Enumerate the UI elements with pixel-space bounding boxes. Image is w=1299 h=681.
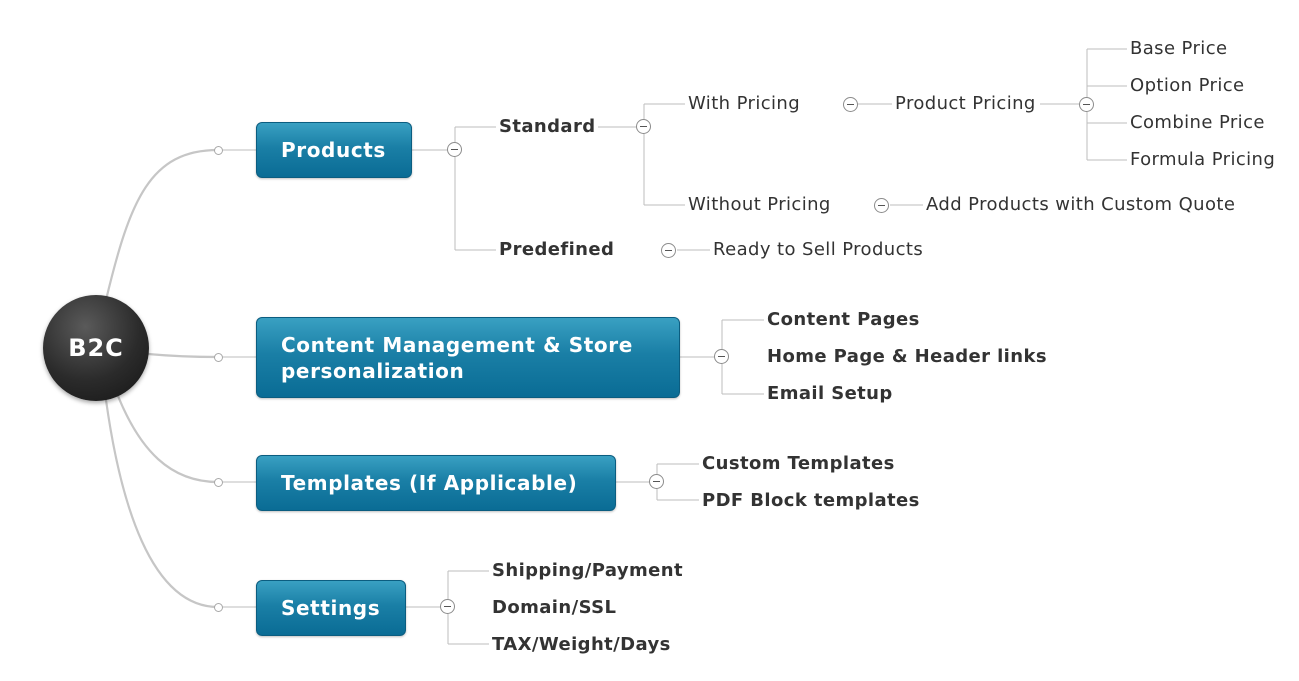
node-without-pricing[interactable]: Without Pricing	[688, 194, 831, 215]
connector-dot-templates	[214, 478, 223, 487]
node-predefined[interactable]: Predefined	[499, 239, 615, 260]
node-custom-quote[interactable]: Add Products with Custom Quote	[926, 194, 1236, 215]
node-home-page-header-links[interactable]: Home Page & Header links	[767, 346, 1047, 367]
node-domain-ssl[interactable]: Domain/SSL	[492, 597, 617, 618]
root-to-content-curve	[147, 352, 219, 359]
topic-content-management[interactable]: Content Management & Store personalizati…	[256, 317, 680, 398]
node-formula-pricing[interactable]: Formula Pricing	[1130, 149, 1276, 170]
collapse-toggle-templates[interactable]	[649, 474, 664, 489]
node-product-pricing[interactable]: Product Pricing	[895, 93, 1036, 114]
collapse-toggle-product-pricing[interactable]	[1079, 97, 1094, 112]
root-to-settings-curve	[104, 399, 219, 609]
node-standard[interactable]: Standard	[499, 116, 596, 137]
node-pdf-block-templates[interactable]: PDF Block templates	[702, 490, 920, 511]
topic-settings[interactable]: Settings	[256, 580, 406, 636]
collapse-toggle-without-pricing[interactable]	[874, 198, 889, 213]
node-option-price[interactable]: Option Price	[1130, 75, 1245, 96]
connector-dot-settings	[214, 603, 223, 612]
collapse-toggle-content[interactable]	[714, 349, 729, 364]
node-custom-templates[interactable]: Custom Templates	[702, 453, 895, 474]
topic-products[interactable]: Products	[256, 122, 412, 178]
node-content-pages[interactable]: Content Pages	[767, 309, 920, 330]
connector-dot-content	[214, 353, 223, 362]
connector-dot-products	[214, 146, 223, 155]
collapse-toggle-predefined[interactable]	[661, 243, 676, 258]
node-shipping-payment[interactable]: Shipping/Payment	[492, 560, 683, 581]
node-ready-to-sell[interactable]: Ready to Sell Products	[713, 239, 924, 260]
collapse-toggle-settings[interactable]	[440, 599, 455, 614]
node-with-pricing[interactable]: With Pricing	[688, 93, 801, 114]
collapse-toggle-with-pricing[interactable]	[843, 97, 858, 112]
node-tax-weight-days[interactable]: TAX/Weight/Days	[492, 634, 671, 655]
node-combine-price[interactable]: Combine Price	[1130, 112, 1265, 133]
node-email-setup[interactable]: Email Setup	[767, 383, 893, 404]
topic-templates[interactable]: Templates (If Applicable)	[256, 455, 616, 511]
root-node-b2c[interactable]: B2C	[43, 295, 149, 401]
collapse-toggle-standard[interactable]	[636, 119, 651, 134]
root-to-templates-curve	[116, 395, 219, 484]
node-base-price[interactable]: Base Price	[1130, 38, 1228, 59]
root-to-products-curve	[104, 148, 219, 301]
collapse-toggle-products[interactable]	[447, 142, 462, 157]
